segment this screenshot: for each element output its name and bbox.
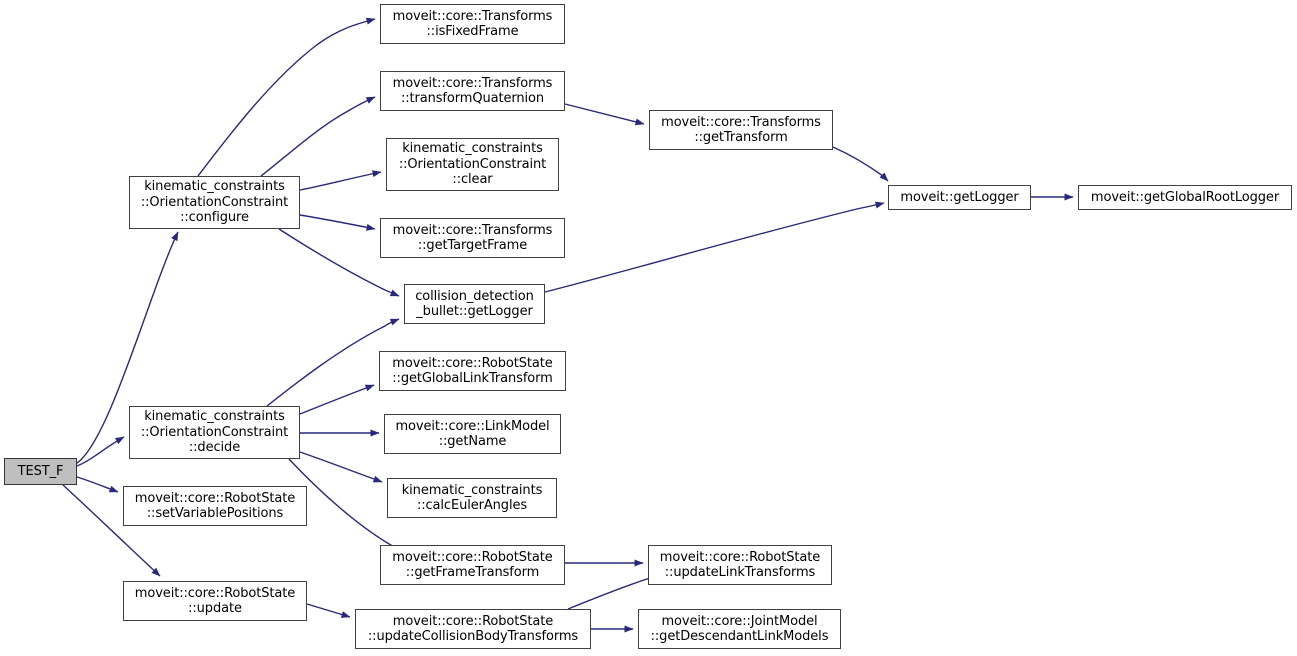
graph-node-label: kinematic_constraints ::OrientationConst… bbox=[140, 179, 289, 226]
call-edge bbox=[832, 146, 889, 182]
graph-node-tf_gettargetframe[interactable]: moveit::core::Transforms ::getTargetFram… bbox=[380, 218, 565, 258]
graph-node-tf_isfixedframe[interactable]: moveit::core::Transforms ::isFixedFrame bbox=[380, 4, 565, 44]
call-edge bbox=[299, 214, 376, 231]
graph-node-oc_configure[interactable]: kinematic_constraints ::OrientationConst… bbox=[129, 176, 300, 229]
graph-node-rs_setvariablepositions[interactable]: moveit::core::RobotState ::setVariablePo… bbox=[123, 486, 307, 526]
graph-node-rs_updatelinktransforms[interactable]: moveit::core::RobotState ::updateLinkTra… bbox=[648, 545, 832, 585]
graph-node-oc_clear[interactable]: kinematic_constraints ::OrientationConst… bbox=[386, 138, 559, 191]
graph-node-jm_getdescendantlinkmodels[interactable]: moveit::core::JointModel ::getDescendant… bbox=[638, 609, 841, 649]
graph-node-label: kinematic_constraints ::OrientationConst… bbox=[140, 409, 289, 456]
graph-node-moveit_getglobalrootlogger[interactable]: moveit::getGlobalRootLogger bbox=[1078, 185, 1292, 210]
graph-node-kc_calceulerangles[interactable]: kinematic_constraints ::calcEulerAngles bbox=[387, 478, 557, 518]
graph-node-label: moveit::core::RobotState ::updateCollisi… bbox=[367, 613, 579, 645]
graph-node-oc_decide[interactable]: kinematic_constraints ::OrientationConst… bbox=[129, 406, 300, 459]
graph-node-label: moveit::core::RobotState ::getFrameTrans… bbox=[392, 549, 553, 581]
call-edge bbox=[306, 603, 351, 618]
graph-node-rs_update[interactable]: moveit::core::RobotState ::update bbox=[123, 581, 307, 621]
graph-node-tf_gettransform[interactable]: moveit::core::Transforms ::getTransform bbox=[649, 110, 833, 150]
call-edge bbox=[260, 96, 376, 177]
graph-node-rs_getframetransform[interactable]: moveit::core::RobotState ::getFrameTrans… bbox=[380, 545, 565, 585]
graph-node-label: moveit::core::Transforms ::getTargetFram… bbox=[392, 222, 553, 254]
call-edge bbox=[564, 103, 645, 126]
graph-node-label: moveit::core::RobotState ::update bbox=[134, 585, 296, 617]
call-edge bbox=[299, 170, 382, 191]
graph-node-label: moveit::core::LinkModel ::getName bbox=[395, 418, 550, 450]
graph-node-moveit_getlogger[interactable]: moveit::getLogger bbox=[888, 185, 1031, 210]
graph-node-tf_transformquaternion[interactable]: moveit::core::Transforms ::transformQuat… bbox=[380, 71, 565, 111]
call-edge bbox=[197, 17, 376, 177]
graph-node-label: moveit::core::RobotState ::setVariablePo… bbox=[134, 490, 296, 522]
graph-node-label: kinematic_constraints ::OrientationConst… bbox=[398, 141, 547, 188]
call-edge bbox=[544, 201, 885, 293]
call-edge bbox=[76, 476, 119, 493]
graph-node-rs_updatecollisionbody[interactable]: moveit::core::RobotState ::updateCollisi… bbox=[355, 609, 591, 649]
graph-node-cd_getlogger[interactable]: collision_detection _bullet::getLogger bbox=[404, 284, 545, 324]
graph-node-label: moveit::core::JointModel ::getDescendant… bbox=[650, 613, 829, 645]
graph-node-label: moveit::core::Transforms ::transformQuat… bbox=[392, 75, 553, 107]
graph-node-label: moveit::core::RobotState ::updateLinkTra… bbox=[659, 549, 821, 581]
graph-node-label: moveit::core::Transforms ::isFixedFrame bbox=[392, 8, 553, 40]
graph-node-test_f[interactable]: TEST_F bbox=[4, 458, 77, 485]
call-edge bbox=[76, 436, 125, 467]
graph-node-label: moveit::core::Transforms ::getTransform bbox=[661, 114, 821, 146]
graph-node-label: collision_detection _bullet::getLogger bbox=[415, 288, 534, 320]
graph-node-label: moveit::getGlobalRootLogger bbox=[1090, 189, 1280, 205]
graph-node-label: moveit::getLogger bbox=[900, 189, 1019, 205]
call-edge bbox=[299, 451, 383, 483]
graph-node-label: TEST_F bbox=[17, 463, 64, 479]
graph-node-label: moveit::core::RobotState ::getGlobalLink… bbox=[392, 355, 553, 387]
graph-node-label: kinematic_constraints ::calcEulerAngles bbox=[401, 482, 543, 514]
graph-node-lm_getname[interactable]: moveit::core::LinkModel ::getName bbox=[384, 414, 561, 454]
graph-node-rs_getgloballinktransform[interactable]: moveit::core::RobotState ::getGlobalLink… bbox=[379, 351, 566, 391]
call-edge bbox=[299, 384, 375, 415]
